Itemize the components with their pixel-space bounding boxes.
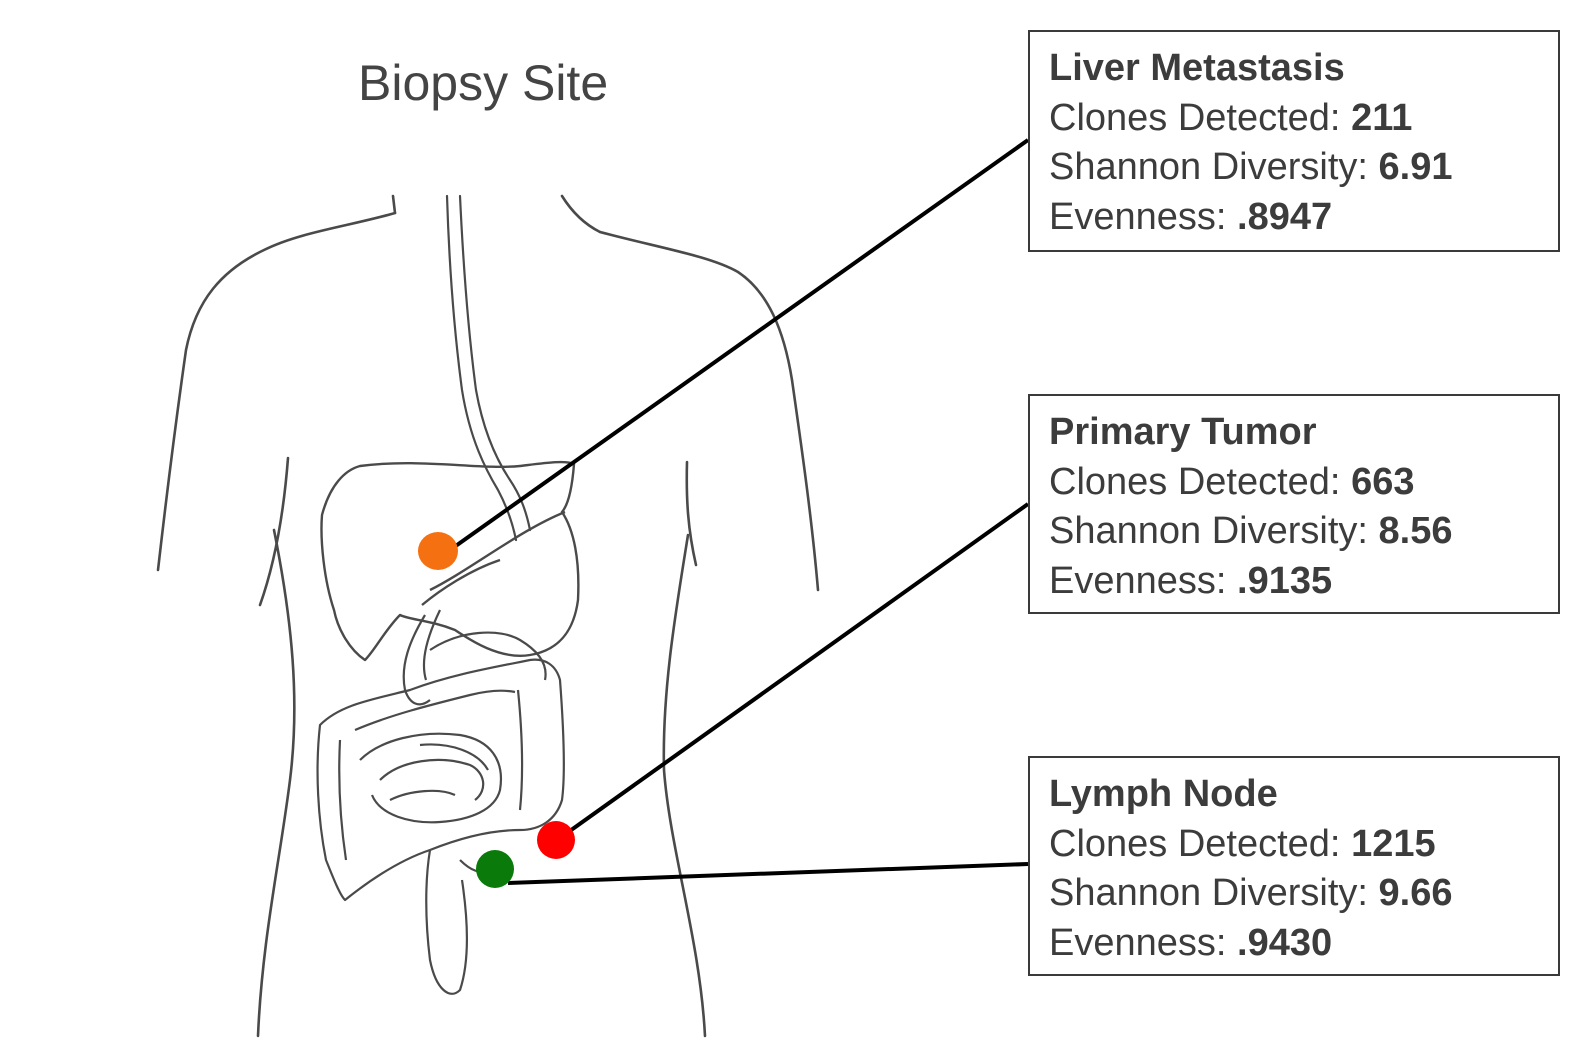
evenness-row: Evenness: .9135 xyxy=(1049,557,1540,607)
shannon-diversity-row: Shannon Diversity: 6.91 xyxy=(1049,143,1540,193)
primary-connector xyxy=(560,504,1028,838)
evenness-value: .8947 xyxy=(1237,196,1332,238)
clones-value: 211 xyxy=(1351,97,1412,139)
clones-detected-row: Clones Detected: 211 xyxy=(1049,94,1540,144)
large-intestine xyxy=(318,660,564,900)
primary-tumor-info-box: Primary Tumor Clones Detected: 663 Shann… xyxy=(1028,394,1560,614)
liver-connector xyxy=(450,140,1028,550)
clones-value: 1215 xyxy=(1351,823,1436,865)
liver-metastasis-info-box: Liver Metastasis Clones Detected: 211 Sh… xyxy=(1028,30,1560,252)
clones-detected-row: Clones Detected: 1215 xyxy=(1049,820,1540,870)
site-title: Lymph Node xyxy=(1049,770,1540,820)
evenness-value: .9430 xyxy=(1237,922,1332,964)
body-outline xyxy=(158,196,818,1036)
clones-label: Clones Detected: xyxy=(1049,461,1341,503)
liver-site-marker[interactable] xyxy=(418,532,458,570)
connector-lines xyxy=(450,140,1028,883)
shannon-label: Shannon Diversity: xyxy=(1049,146,1368,188)
clones-value: 663 xyxy=(1351,461,1414,503)
small-intestine xyxy=(360,734,501,823)
evenness-label: Evenness: xyxy=(1049,560,1226,602)
lymph-node-site-marker[interactable] xyxy=(476,850,514,888)
shannon-label: Shannon Diversity: xyxy=(1049,872,1368,914)
evenness-label: Evenness: xyxy=(1049,196,1226,238)
clones-detected-row: Clones Detected: 663 xyxy=(1049,458,1540,508)
site-title: Liver Metastasis xyxy=(1049,44,1540,94)
shannon-value: 6.91 xyxy=(1379,146,1453,188)
evenness-row: Evenness: .9430 xyxy=(1049,919,1540,969)
clones-label: Clones Detected: xyxy=(1049,97,1341,139)
esophagus xyxy=(447,196,530,540)
lymph-node-info-box: Lymph Node Clones Detected: 1215 Shannon… xyxy=(1028,756,1560,976)
primary-tumor-site-marker[interactable] xyxy=(537,821,575,859)
shannon-diversity-row: Shannon Diversity: 9.66 xyxy=(1049,869,1540,919)
site-title: Primary Tumor xyxy=(1049,408,1540,458)
shannon-label: Shannon Diversity: xyxy=(1049,510,1368,552)
evenness-value: .9135 xyxy=(1237,560,1332,602)
shannon-diversity-row: Shannon Diversity: 8.56 xyxy=(1049,507,1540,557)
shannon-value: 8.56 xyxy=(1379,510,1453,552)
shannon-value: 9.66 xyxy=(1379,872,1453,914)
clones-label: Clones Detected: xyxy=(1049,823,1341,865)
page-title: Biopsy Site xyxy=(358,54,608,112)
lymph-connector xyxy=(508,864,1028,883)
stomach xyxy=(404,610,546,704)
evenness-row: Evenness: .8947 xyxy=(1049,193,1540,243)
evenness-label: Evenness: xyxy=(1049,922,1226,964)
